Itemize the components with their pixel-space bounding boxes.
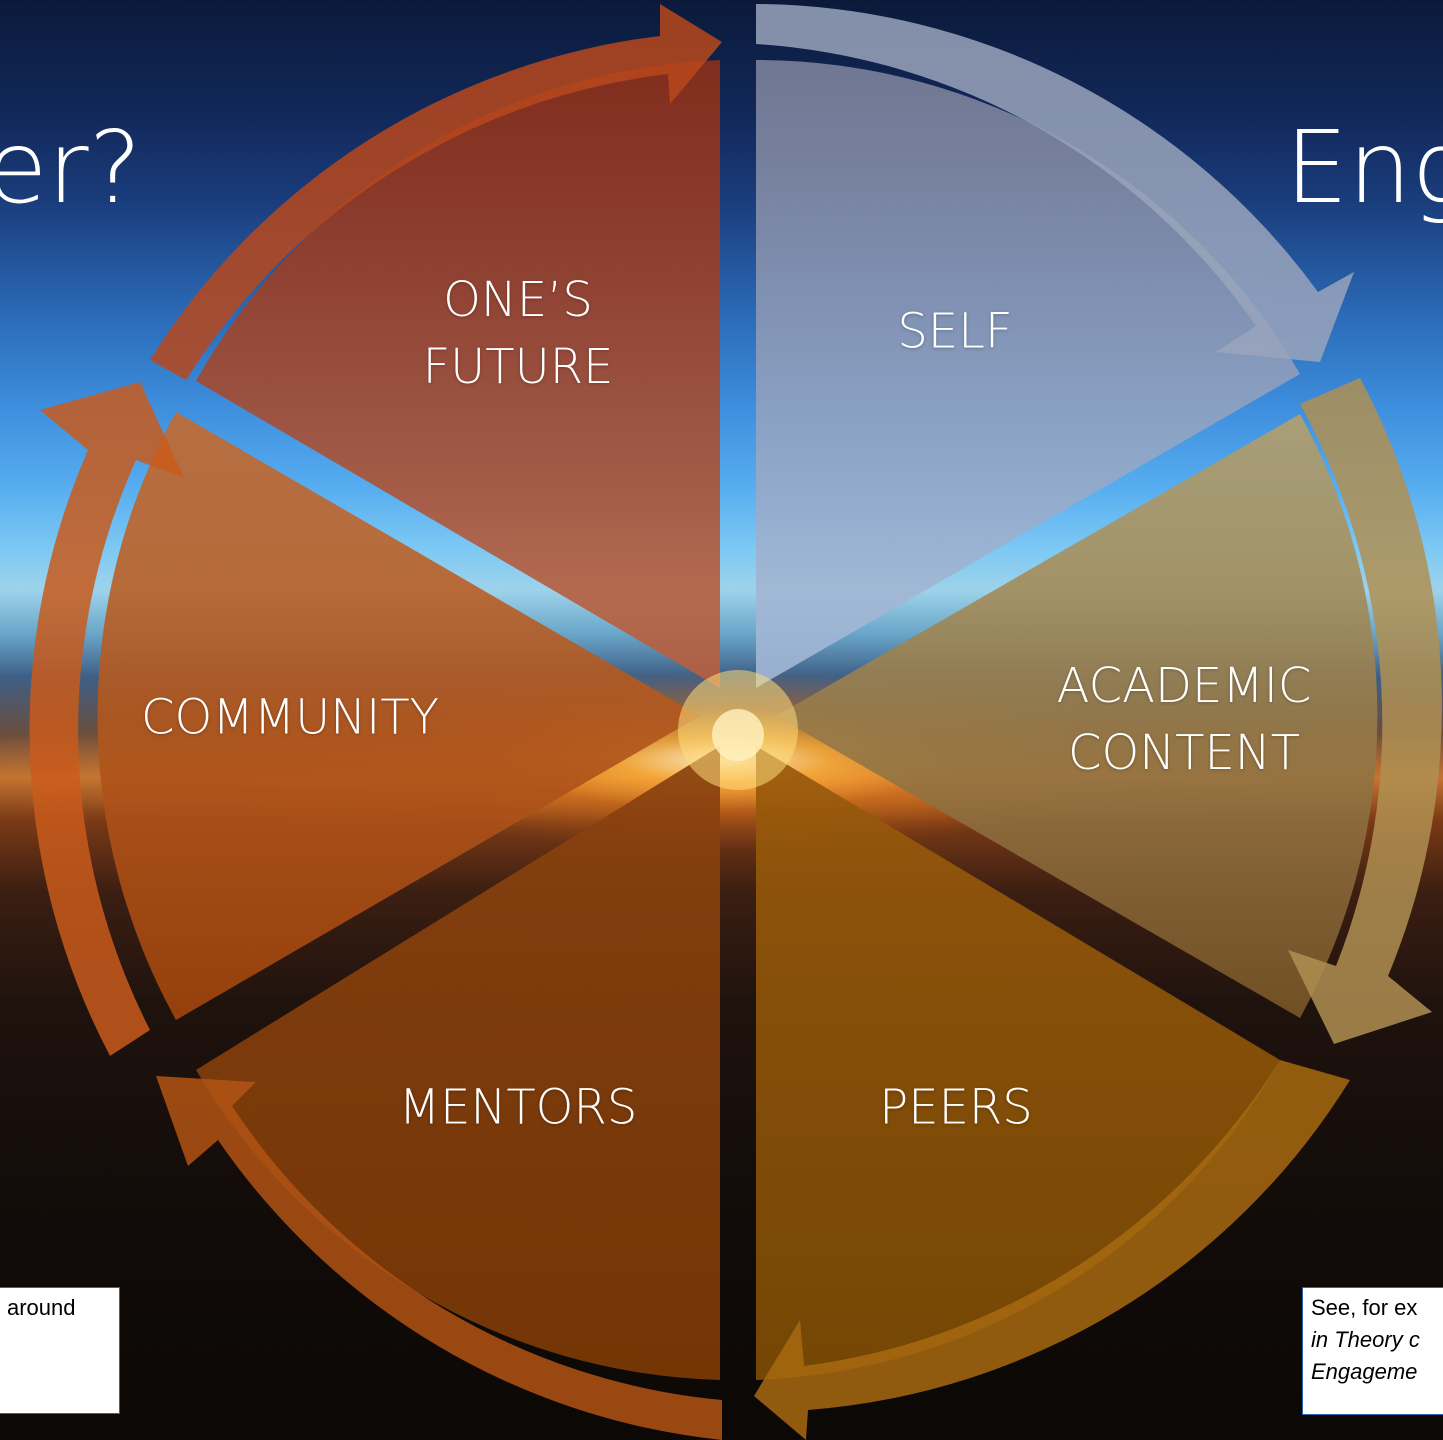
title-right-fragment: Eng	[1285, 109, 1443, 226]
label-ones-future-line2: FUTURE	[422, 339, 614, 395]
note-left: around	[0, 1287, 120, 1414]
label-community-line1: COMMUNITY	[141, 689, 439, 746]
note-right: See, for ex in Theory c Engageme	[1302, 1287, 1443, 1415]
title-left-fragment: er?	[0, 109, 142, 226]
label-peers: PEERS	[879, 1074, 1032, 1141]
label-academic-line2: CONTENT	[1067, 725, 1301, 781]
arrow-peers	[754, 1060, 1350, 1440]
wedge-academic-content	[776, 414, 1378, 1018]
label-mentors: MENTORS	[399, 1074, 638, 1141]
note-right-line1: See, for ex	[1311, 1295, 1418, 1320]
label-peers-line1: PEERS	[879, 1079, 1033, 1136]
label-ones-future-line1: ONE’S	[443, 271, 593, 328]
note-right-line3: Engageme	[1311, 1359, 1418, 1384]
wedge-ones-future	[196, 60, 720, 688]
center-flare-core	[712, 709, 764, 761]
note-right-line2: in Theory c	[1311, 1327, 1420, 1352]
arrow-community	[29, 382, 185, 1056]
label-ones-future: ONE’S FUTURE	[423, 267, 614, 401]
label-mentors-line1: MENTORS	[398, 1079, 638, 1136]
arrow-mentors	[156, 1076, 722, 1440]
label-academic-content: ACADEMIC CONTENT	[1057, 653, 1312, 787]
wedge-community	[97, 412, 701, 1020]
arrow-ones-future	[150, 4, 722, 380]
label-community: COMMUNITY	[141, 684, 439, 751]
note-left-text: around	[7, 1295, 76, 1320]
label-self-line1: SELF	[897, 303, 1013, 360]
arrow-self	[756, 4, 1354, 362]
label-academic-line1: ACADEMIC	[1056, 657, 1312, 714]
arrow-academic-content	[1288, 378, 1442, 1044]
label-self: SELF	[897, 298, 1012, 365]
